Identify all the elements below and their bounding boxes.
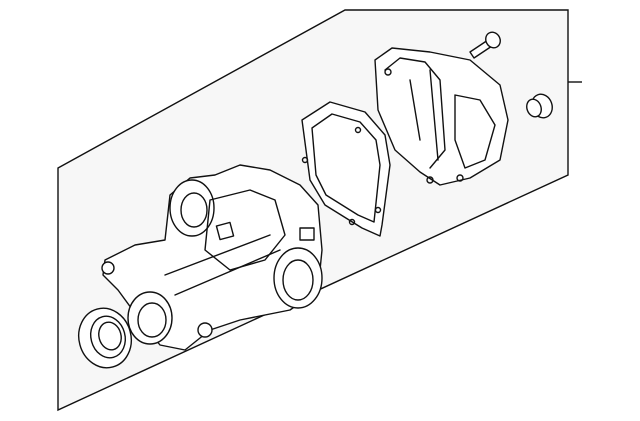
bolt-icon <box>469 31 501 59</box>
differential-cover-icon <box>374 47 509 186</box>
plug-icon <box>526 93 553 119</box>
seal-ring-icon <box>78 307 132 369</box>
differential-housing-icon <box>101 164 323 351</box>
gasket-icon <box>301 101 391 237</box>
